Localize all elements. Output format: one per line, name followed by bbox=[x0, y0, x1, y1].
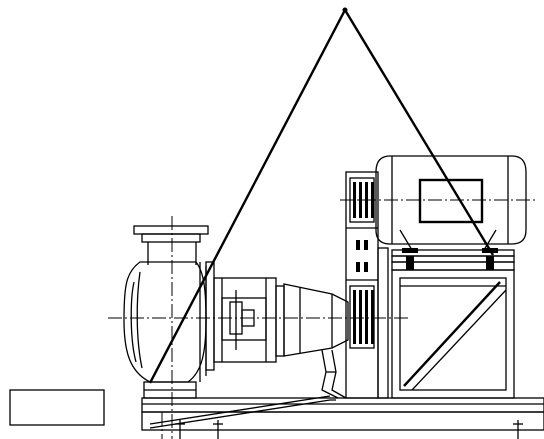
motor bbox=[340, 155, 536, 251]
label-box bbox=[9, 389, 105, 426]
anchor-bolt bbox=[513, 420, 523, 439]
bearing-frame bbox=[213, 277, 285, 363]
base-frame bbox=[141, 395, 544, 439]
motor-body bbox=[375, 155, 527, 245]
motor-mount bbox=[391, 248, 515, 271]
terminal-box bbox=[418, 178, 484, 224]
volute-casing bbox=[123, 261, 207, 383]
motor-column bbox=[345, 171, 389, 399]
coupling-guard bbox=[283, 283, 349, 357]
pump bbox=[123, 216, 215, 439]
lifting-point bbox=[342, 7, 348, 13]
lifting-sling bbox=[148, 7, 495, 384]
anchor-bolt bbox=[175, 420, 185, 439]
discharge-flange bbox=[133, 225, 209, 235]
anchor-bolt bbox=[213, 420, 223, 439]
lifting-lug bbox=[482, 248, 498, 270]
sling-line bbox=[148, 7, 495, 384]
lifting-lug bbox=[402, 248, 418, 270]
guard-support bbox=[321, 349, 347, 399]
motor-pedestal bbox=[391, 269, 515, 399]
